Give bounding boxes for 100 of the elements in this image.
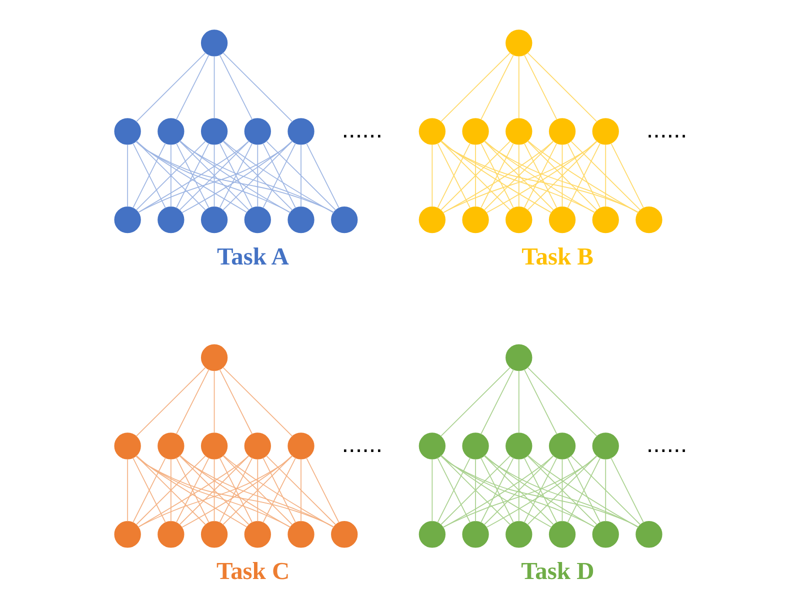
node-circle (157, 118, 184, 145)
node-circle (200, 521, 228, 548)
node-circle (548, 118, 576, 145)
node-circle (505, 521, 532, 548)
node-circle (244, 206, 270, 234)
node-circle (418, 118, 446, 145)
connector (135, 366, 206, 437)
label: Task D (520, 558, 594, 585)
node-circle (287, 432, 314, 460)
connector (170, 144, 171, 208)
connector (213, 56, 214, 119)
label: ...... (341, 431, 382, 458)
connector (436, 457, 470, 524)
node-circle (548, 432, 576, 460)
node-circle (157, 521, 184, 548)
connector (474, 458, 476, 522)
node-circle (244, 521, 270, 548)
node-circle (505, 206, 532, 234)
connector (527, 140, 638, 214)
node-circle (200, 118, 228, 145)
node-circle (635, 206, 662, 234)
connector (480, 54, 514, 120)
connector (222, 366, 292, 437)
node-circle (592, 521, 618, 548)
connector (256, 458, 258, 522)
node-circle (505, 432, 532, 460)
connector (440, 455, 510, 526)
label: ...... (646, 116, 687, 144)
connector (526, 52, 597, 122)
node-circle (635, 521, 662, 548)
node-circle (592, 206, 618, 234)
label: Task B (521, 243, 593, 270)
node-circle (114, 521, 140, 548)
label: Task C (216, 558, 290, 585)
connector (222, 455, 292, 526)
connector (222, 140, 334, 214)
node-circle (200, 206, 228, 234)
node-circle (200, 344, 228, 371)
connector (436, 142, 470, 208)
connector (604, 458, 606, 522)
connector (135, 141, 334, 213)
connector (175, 457, 209, 524)
connector (218, 54, 252, 120)
connector (135, 140, 206, 211)
connector (561, 144, 562, 208)
connector (526, 140, 597, 211)
node-circle (287, 206, 314, 234)
node-circle (418, 432, 446, 460)
connector (213, 370, 214, 434)
node-circle (418, 521, 446, 548)
node-circle (505, 30, 532, 56)
connector (518, 144, 519, 208)
node-circle (462, 206, 488, 234)
node-circle (287, 118, 314, 145)
connector (604, 144, 606, 208)
connector (222, 52, 292, 122)
connector (610, 457, 644, 524)
connector (175, 142, 209, 208)
connector (561, 458, 562, 522)
connector (518, 458, 519, 522)
node-circle (244, 432, 270, 460)
node-circle (548, 521, 576, 548)
connector (483, 140, 638, 213)
node-circle (114, 206, 140, 234)
node-circle (592, 118, 618, 145)
connector (518, 56, 519, 119)
node-circle (114, 432, 140, 460)
connector (440, 455, 638, 528)
node-circle (462, 521, 488, 548)
connector (566, 457, 600, 524)
connector (440, 140, 638, 213)
connector (431, 144, 432, 208)
connector (218, 368, 252, 435)
node-circle (330, 521, 358, 548)
node-circle (287, 521, 314, 548)
connector (305, 457, 339, 524)
connector (526, 455, 597, 526)
connector (523, 142, 557, 208)
connector (300, 458, 301, 522)
connector (300, 144, 301, 208)
connector (610, 142, 644, 208)
connector (218, 457, 252, 524)
connector (523, 54, 557, 120)
connector (265, 140, 336, 211)
node-circle (157, 206, 184, 234)
label: Task A (216, 243, 288, 270)
node-circle (462, 118, 488, 145)
connector (262, 457, 296, 524)
connector (222, 455, 334, 528)
node-circle (505, 344, 532, 371)
node-circle (592, 432, 618, 460)
connector (483, 455, 638, 528)
node-circle (548, 206, 576, 234)
connector (256, 144, 258, 208)
node-circle (114, 118, 140, 145)
connector (175, 54, 209, 120)
connector (526, 366, 597, 437)
connector (431, 458, 432, 522)
connector (135, 52, 206, 122)
node-circle (418, 206, 446, 234)
